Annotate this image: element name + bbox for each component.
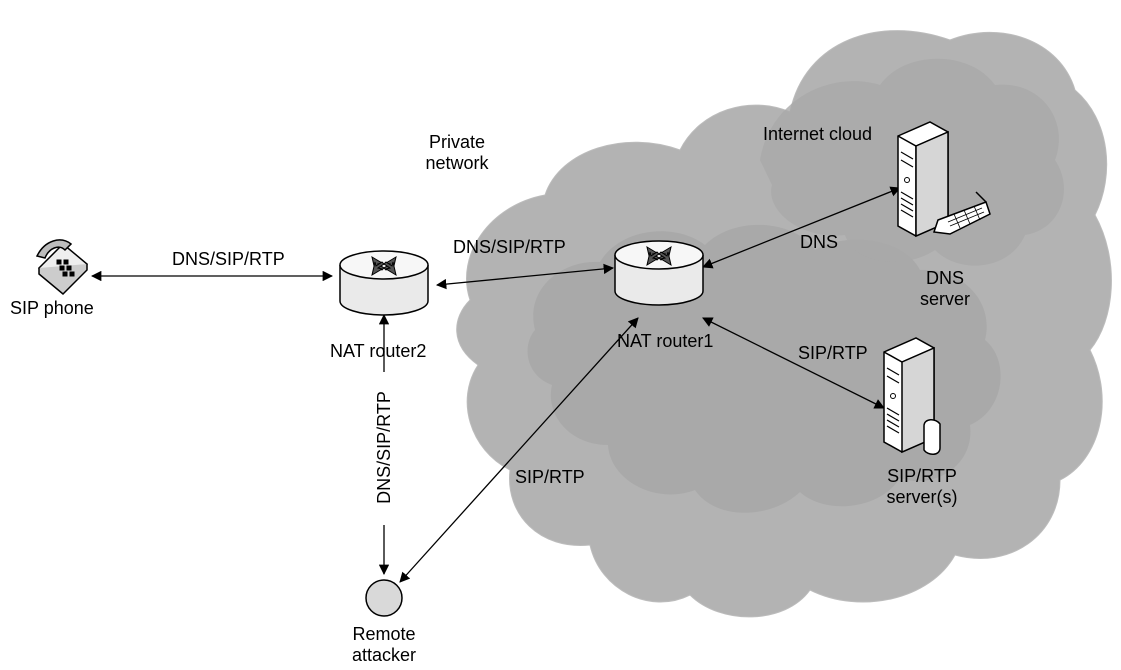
label-nat-router1: NAT router1 (617, 331, 714, 351)
link-label-router1-dns: DNS (800, 232, 839, 252)
link-router1-attacker (399, 317, 639, 583)
link-label-router2-router1: DNS/SIP/RTP (453, 237, 566, 257)
label-line: server(s) (886, 486, 958, 507)
label-line: SIP/RTP (887, 466, 957, 486)
server-tower-icon (897, 121, 991, 238)
router-icon (339, 250, 429, 316)
label-line: attacker (351, 644, 417, 665)
label-line: DNS (925, 268, 964, 288)
circle-node-icon (365, 579, 403, 617)
label-line: Remote (352, 624, 416, 644)
link-label-phone-router2: DNS/SIP/RTP (172, 249, 285, 269)
link-router1-sipserver (702, 317, 885, 409)
label-line: network (425, 152, 489, 173)
label-sip-rtp-servers: SIP/RTP server(s) (872, 466, 972, 507)
telephone-icon (35, 239, 89, 296)
label-dns-server: DNS server (900, 268, 990, 309)
internet-cloud (456, 30, 1112, 618)
link-router1-dns (702, 186, 901, 269)
label-private-network: Private network (402, 132, 512, 173)
server-tower-icon (883, 337, 941, 455)
label-line: Private (428, 132, 486, 152)
label-nat-router2: NAT router2 (330, 341, 427, 361)
link-label-router1-sipserver: SIP/RTP (798, 343, 868, 363)
link-label-router2-attacker: DNS/SIP/RTP (374, 391, 394, 504)
link-label-router1-attacker: SIP/RTP (515, 467, 585, 487)
router-icon (614, 240, 704, 306)
label-internet-cloud: Internet cloud (763, 124, 873, 144)
connections (90, 186, 901, 583)
label-remote-attacker: Remote attacker (334, 624, 434, 665)
link-router2-router1 (435, 263, 615, 290)
label-line: server (919, 288, 970, 309)
label-sip-phone: SIP phone (10, 298, 94, 318)
